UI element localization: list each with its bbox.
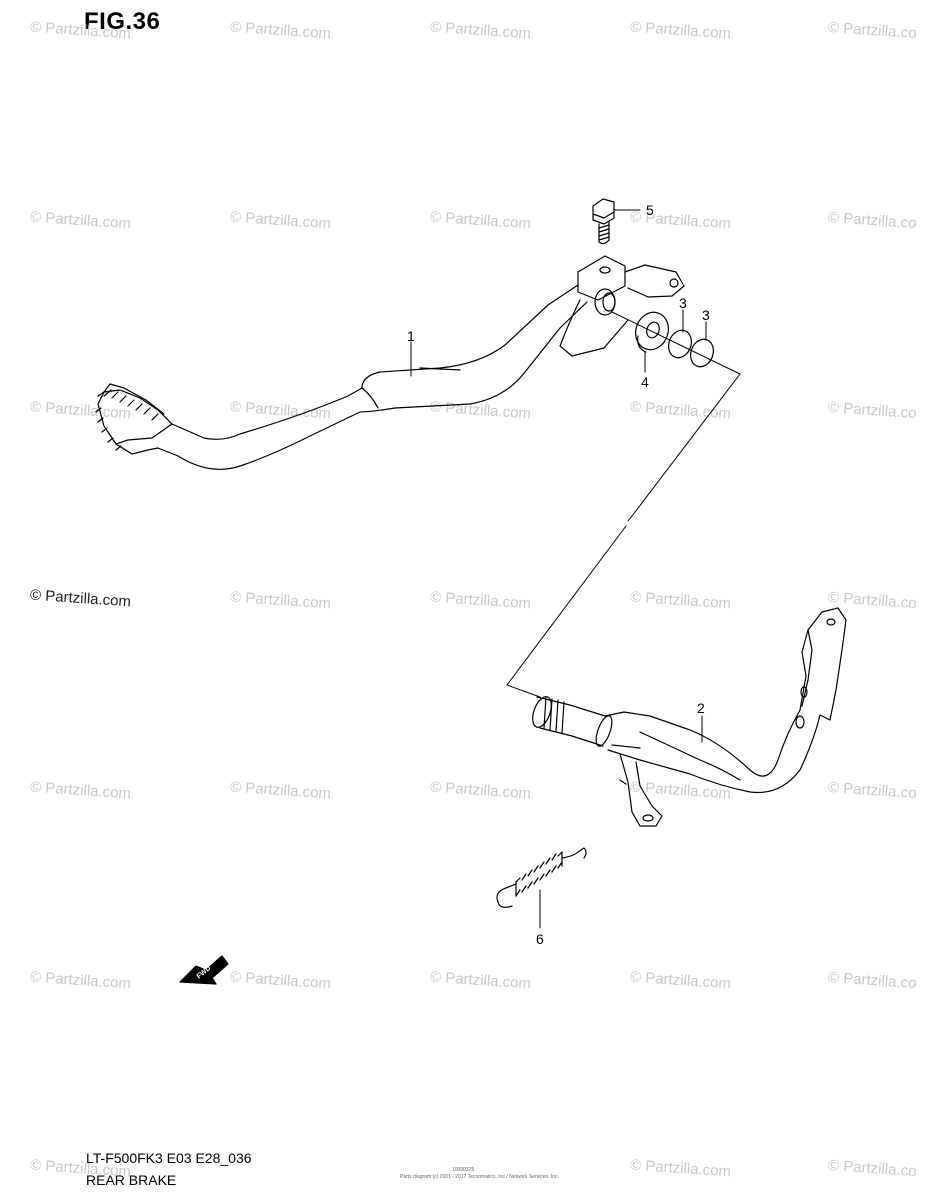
model-code: LT-F500FK3 E03 E28_036: [86, 1150, 252, 1166]
callout-5: 5: [646, 202, 654, 218]
circlip-part-3b: [690, 338, 714, 368]
spring-part-6: [496, 847, 587, 908]
callout-6: 6: [536, 931, 544, 947]
brake-pedal-part-1: [95, 255, 685, 470]
assembly-line: [506, 311, 741, 698]
diagram-code: 10000375: [452, 1167, 475, 1173]
copyright-notice: Parts diagram (c) 2001 - 2017 Tecnomatic…: [400, 1174, 559, 1180]
callout-3b: 3: [702, 307, 710, 323]
bolt-part-5: [592, 198, 615, 245]
callout-1: 1: [407, 328, 415, 344]
callout-2: 2: [697, 700, 705, 716]
fwd-arrow-icon: [179, 955, 229, 985]
section-name: REAR BRAKE: [86, 1172, 177, 1188]
callout-4: 4: [641, 374, 649, 390]
brake-arm-part-2: [532, 607, 847, 827]
leader-lines: [410, 209, 707, 929]
callout-3a: 3: [679, 295, 687, 311]
figure-title: FIG.36: [84, 8, 161, 35]
washer-part-4: [635, 311, 669, 353]
